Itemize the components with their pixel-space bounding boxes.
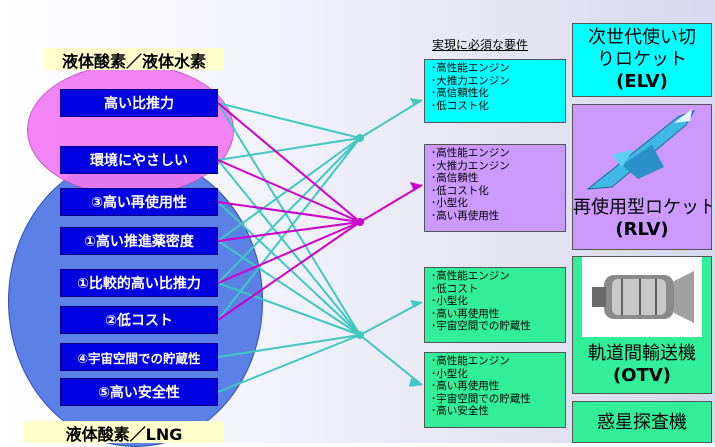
vehicle-abbr: (OTV) [613, 365, 671, 386]
property-reusability: ③高い再使用性 [60, 188, 218, 216]
propellant-label-hydrogen: 液体酸素／液体水素 [44, 48, 224, 71]
list-item: ･高い安全性 [431, 405, 489, 418]
spaceplane-icon [586, 109, 696, 190]
list-item: ･高性能エンジン [431, 270, 510, 282]
list-item: ･宇宙空間での貯蔵性 [431, 392, 531, 405]
property-relative-isp: ①比較的高い比推力 [60, 269, 218, 297]
vehicle-name: 次世代使い切 [588, 27, 696, 48]
vehicle-name: 軌道間輸送機 [588, 343, 696, 364]
engine-icon [582, 257, 702, 337]
requirements-otv: ･高性能エンジン ･低コスト ･小型化 ･高い再使用性 ･宇宙空間での貯蔵性 [424, 267, 566, 343]
property-safety: ⑤高い安全性 [60, 378, 218, 406]
property-low-cost: ②低コスト [60, 306, 218, 334]
property-density: ①高い推進薬密度 [60, 227, 218, 255]
list-item: ･宇宙空間での貯蔵性 [431, 320, 531, 333]
requirements-header: 実現に必須な要件 [432, 38, 529, 52]
vehicle-abbr: (ELV) [616, 71, 668, 92]
vehicle-abbr: (RLV) [615, 219, 669, 240]
requirements-probe: ･高性能エンジン ･小型化 ･高い再使用性 ･宇宙空間での貯蔵性 ･高い安全性 [424, 352, 566, 428]
property-storability: ④宇宙空間での貯蔵性 [60, 343, 218, 371]
property-eco-friendly: 環境にやさしい [60, 146, 218, 174]
vehicle-otv: 軌道間輸送機 (OTV) [572, 256, 712, 394]
list-item: ･高性能エンジン [431, 147, 510, 159]
list-item: ･大推力エンジン [431, 159, 510, 172]
list-item: ･大推力エンジン [431, 74, 510, 87]
list-item: ･小型化 [431, 367, 468, 380]
list-item: ･低コスト化 [431, 184, 489, 197]
vehicle-elv: 次世代使い切 りロケット (ELV) [572, 23, 712, 97]
vehicle-name: 再使用型ロケット [573, 197, 711, 218]
list-item: ･高い再使用性 [431, 380, 500, 393]
vehicle-name-line2: りロケット [597, 49, 687, 70]
list-item: ･低コスト [431, 282, 479, 295]
property-high-isp: 高い比推力 [60, 89, 218, 117]
list-item: ･小型化 [431, 197, 468, 210]
list-item: ･高い再使用性 [431, 209, 500, 222]
requirements-rlv: ･高性能エンジン ･大推力エンジン ･高信頼性 ･低コスト化 ･小型化 ･高い再… [424, 144, 566, 232]
vehicle-rlv: 再使用型ロケット (RLV) [572, 104, 712, 250]
requirements-elv: ･高性能エンジン ･大推力エンジン ･高信頼性化 ･低コスト化 [424, 59, 566, 123]
list-item: ･高性能エンジン [431, 62, 510, 74]
vehicle-probe: 惑星探査機 [572, 401, 712, 443]
propellant-label-lng: 液体酸素／LNG [24, 421, 224, 444]
list-item: ･小型化 [431, 295, 468, 308]
list-item: ･高性能エンジン [431, 355, 510, 367]
list-item: ･高い再使用性 [431, 307, 500, 320]
list-item: ･高信頼性化 [431, 87, 489, 100]
vehicle-name: 惑星探査機 [597, 412, 687, 433]
list-item: ･低コスト化 [431, 99, 489, 112]
list-item: ･高信頼性 [431, 172, 479, 185]
